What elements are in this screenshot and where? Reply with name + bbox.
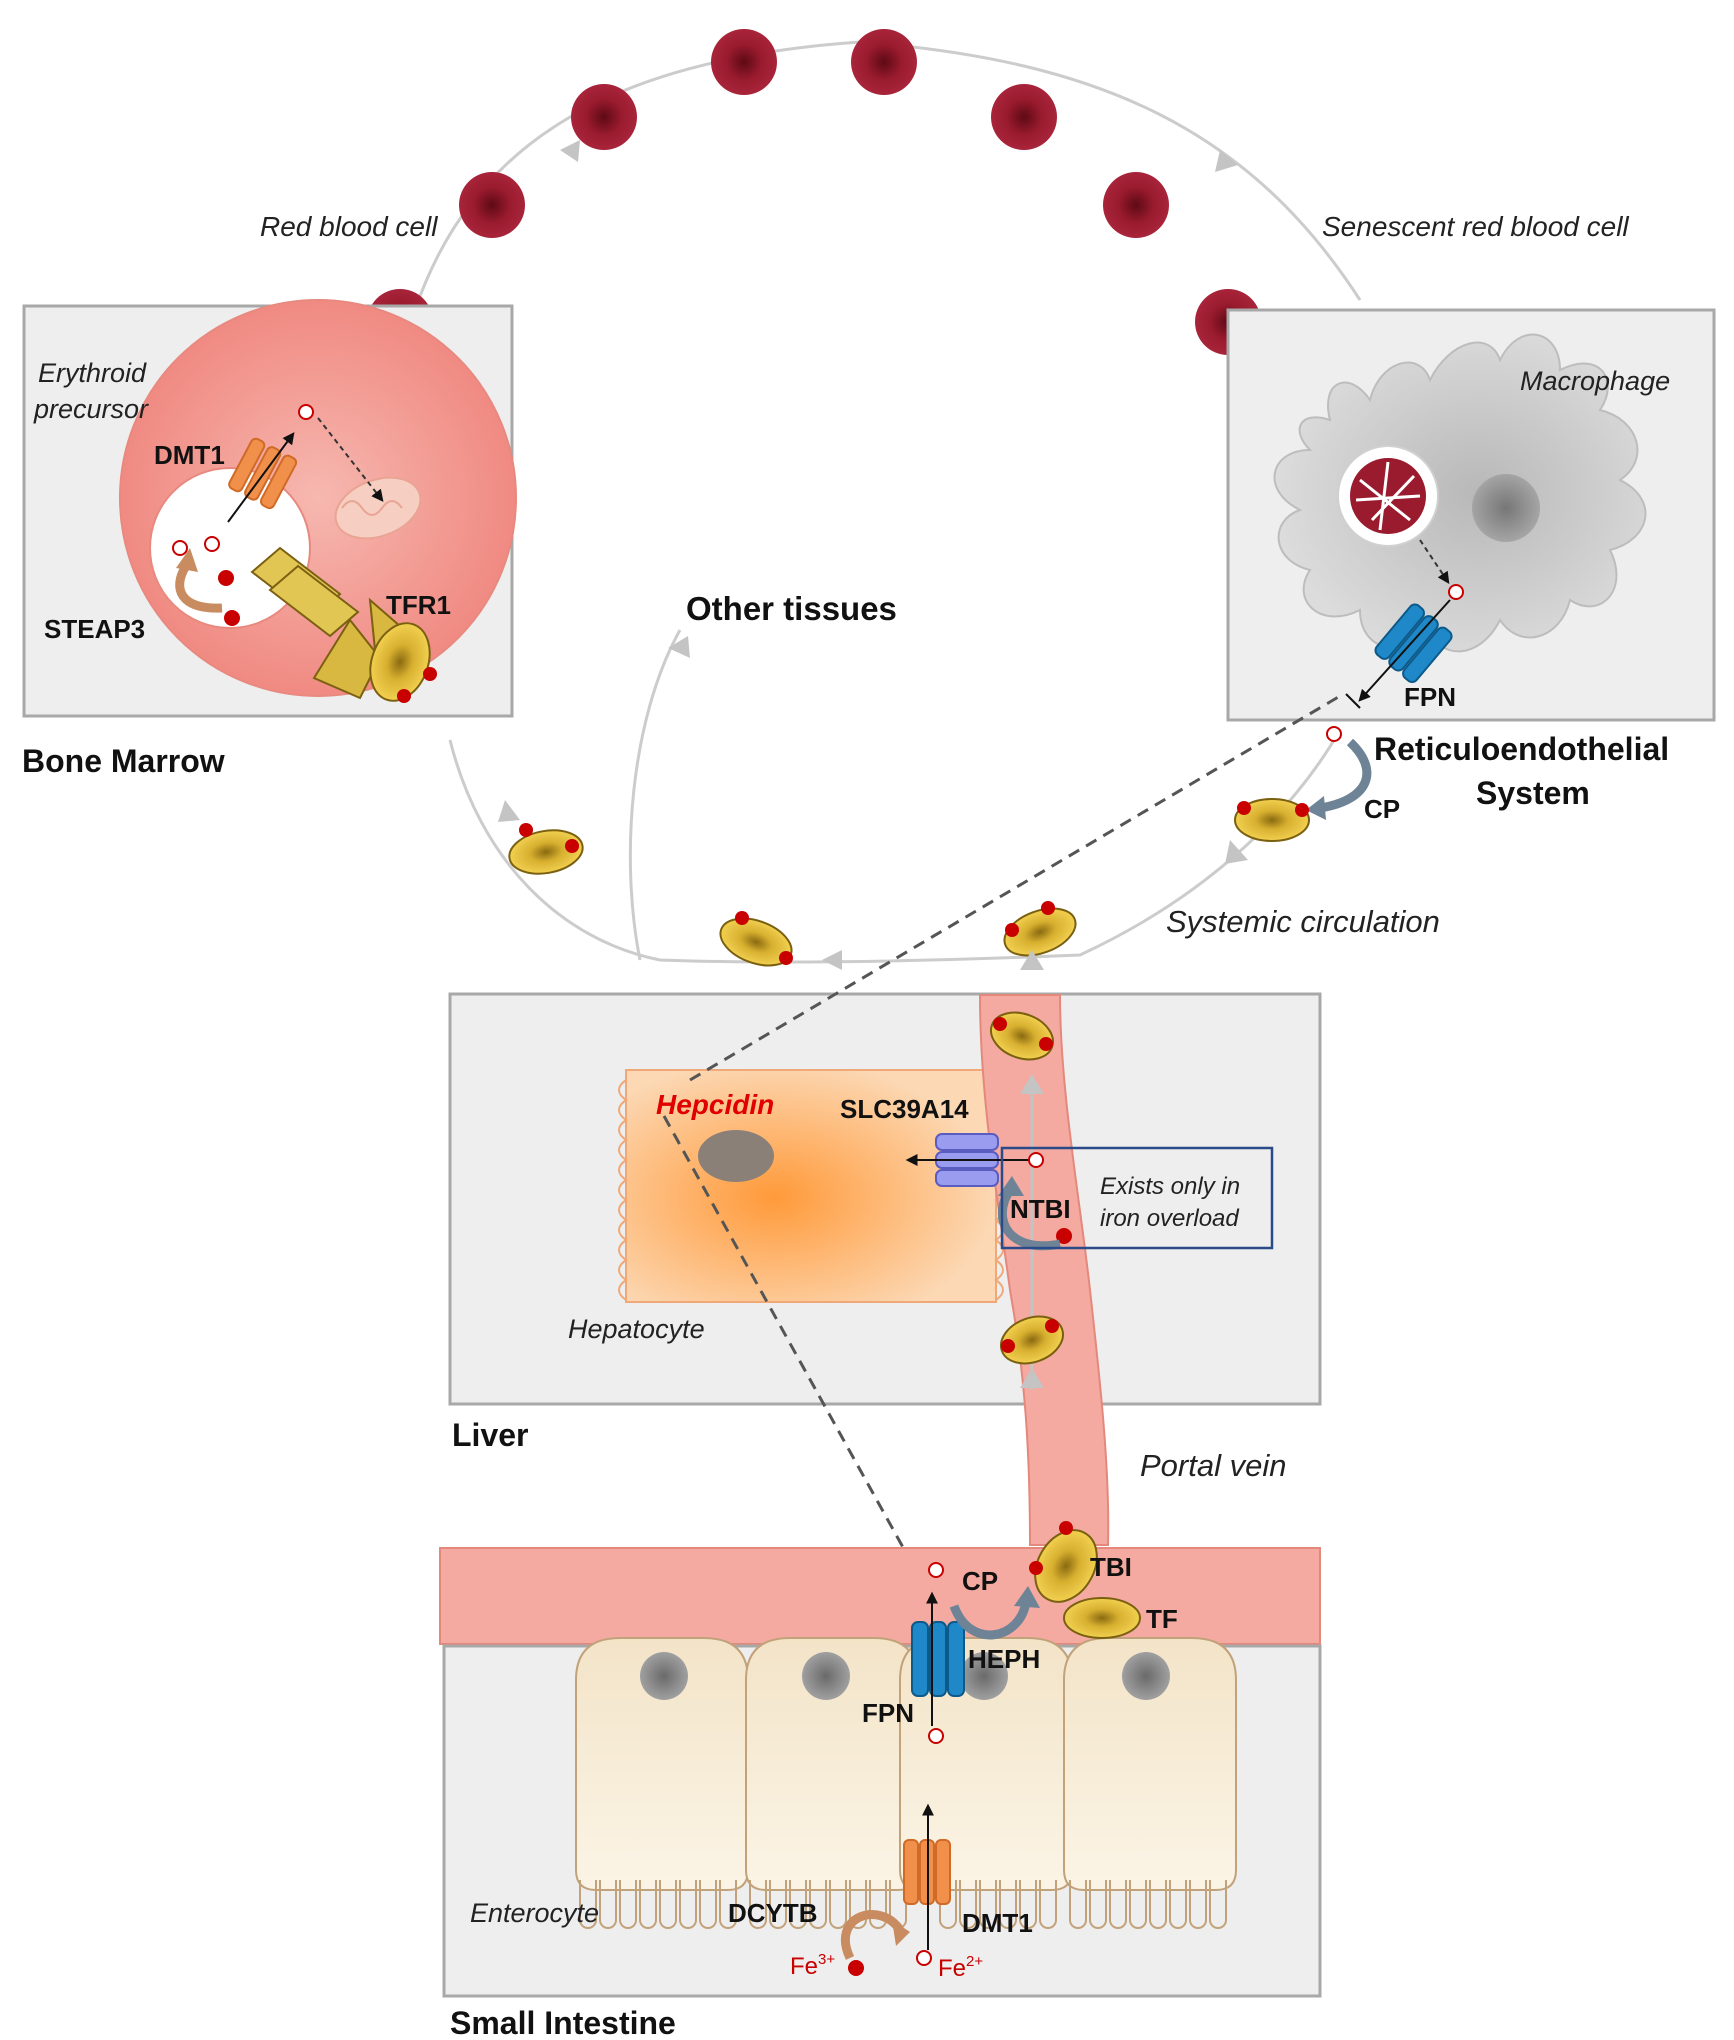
microvilli — [579, 1880, 1227, 1929]
enterocytes — [575, 1637, 1237, 1891]
liver-panel: Hepcidin SLC39A14 NTBI Exists only in ir… — [448, 950, 1322, 1546]
tfr1-label: TFR1 — [386, 590, 451, 620]
iron-atom — [423, 667, 437, 681]
ferrous-iron — [204, 536, 220, 552]
svg-text:Fe3+: Fe3+ — [790, 1951, 835, 1980]
circulation-paths — [413, 40, 1362, 964]
fe3-label: Fe — [790, 1953, 818, 1980]
fe2-charge: 2+ — [966, 1953, 983, 1970]
red-blood-cell — [571, 84, 637, 150]
fpn-transporter-gut — [911, 1621, 965, 1697]
gut-dmt1-label: DMT1 — [962, 1908, 1033, 1938]
portal-vein-label: Portal vein — [1140, 1448, 1286, 1483]
dcytb-label: DCYTB — [728, 1898, 818, 1928]
tfr1-receptor — [250, 546, 418, 700]
red-blood-cell — [459, 172, 525, 238]
svg-text:Fe2+: Fe2+ — [938, 1953, 983, 1982]
red-blood-cells — [367, 29, 1261, 355]
dmt1-label: DMT1 — [154, 440, 225, 470]
ferrous-iron — [172, 540, 188, 556]
gut-fpn-label: FPN — [862, 1698, 914, 1728]
enterocyte-label: Enterocyte — [470, 1898, 599, 1928]
hepatocyte-nucleus — [698, 1130, 774, 1182]
heph-label: HEPH — [968, 1644, 1040, 1674]
iron-overload-note-1: Exists only in — [1100, 1173, 1240, 1200]
systemic-circulation-label: Systemic circulation — [1166, 904, 1440, 939]
apo-transferrin — [1063, 1597, 1141, 1639]
erythroid-label-1: Erythroid — [38, 358, 147, 388]
cp-oxidation-arrow — [1319, 738, 1372, 813]
ferrous-iron — [916, 1950, 932, 1966]
dmt1-transporter-gut — [903, 1839, 951, 1905]
red-blood-cell-label: Red blood cell — [260, 211, 438, 242]
macrophage-label: Macrophage — [1520, 366, 1670, 396]
hepatocyte-cell — [625, 1069, 997, 1303]
res-title-1: Reticuloendothelial — [1374, 731, 1669, 767]
red-blood-cell — [711, 29, 777, 95]
red-blood-cell — [991, 84, 1057, 150]
hepcidin-label: Hepcidin — [656, 1089, 774, 1120]
bone-marrow-panel: Erythroid precursor DMT1 STEAP3 TFR1 — [22, 299, 517, 718]
iron-atom — [218, 570, 234, 586]
tbi-label: TBI — [1090, 1552, 1132, 1582]
fpn-label: FPN — [1404, 682, 1456, 712]
cp-oxidation-arrow-gut — [949, 1600, 1031, 1640]
fpn-transporter — [1374, 603, 1453, 684]
tf-label: TF — [1146, 1604, 1178, 1634]
macrophage-nucleus — [1472, 474, 1540, 542]
iron-atom — [397, 689, 411, 703]
res-title-2: System — [1476, 775, 1590, 811]
ferrous-iron — [928, 1728, 944, 1744]
iron-atom — [224, 610, 240, 626]
portal-vein — [978, 994, 1110, 1546]
erythroid-label-2: precursor — [33, 394, 149, 424]
ferrous-iron — [1028, 1152, 1044, 1168]
red-blood-cell — [1103, 172, 1169, 238]
ferrous-iron — [298, 404, 314, 420]
red-blood-cell — [851, 29, 917, 95]
basolateral-blood-layer — [439, 1547, 1321, 1645]
macrophage-cell — [1273, 333, 1647, 653]
hepatocyte-label: Hepatocyte — [568, 1314, 705, 1344]
transferrin-molecules — [508, 798, 1310, 967]
ferrous-iron — [928, 1562, 944, 1578]
gut-cp-label: CP — [962, 1566, 998, 1596]
steap3-reduction-arrow — [175, 563, 223, 613]
enterocyte-nuclei — [640, 1652, 1170, 1700]
ferrous-iron — [1448, 584, 1464, 600]
steap3-label: STEAP3 — [44, 614, 145, 644]
hepcidin-inhibition-lines — [662, 694, 1341, 1579]
iron-atom — [1056, 1228, 1072, 1244]
dcytb-reduction-arrow — [840, 1910, 904, 1960]
res-cp-label: CP — [1364, 794, 1400, 824]
liver-title: Liver — [452, 1417, 528, 1453]
res-panel: Macrophage FPN — [1226, 308, 1716, 722]
fe3-charge: 3+ — [818, 1951, 835, 1968]
bone-marrow-title: Bone Marrow — [22, 743, 225, 779]
senescent-rbc-label: Senescent red blood cell — [1322, 211, 1629, 242]
ntbi-label: NTBI — [1010, 1194, 1071, 1224]
ferrous-iron — [1326, 726, 1342, 742]
small-intestine-title: Small Intestine — [450, 2005, 676, 2040]
iron-overload-note-box — [1000, 1146, 1274, 1250]
slc39a14-label: SLC39A14 — [840, 1094, 969, 1124]
ferric-iron — [848, 1960, 864, 1976]
fe2-label: Fe — [938, 1955, 966, 1982]
other-tissues-label: Other tissues — [686, 590, 897, 627]
iron-overload-note-2: iron overload — [1100, 1205, 1239, 1232]
small-intestine-panel: CP HEPH FPN TBI TF Enterocyte DCYTB DMT1… — [439, 1521, 1322, 1998]
circulation-arrowheads — [498, 140, 1248, 970]
